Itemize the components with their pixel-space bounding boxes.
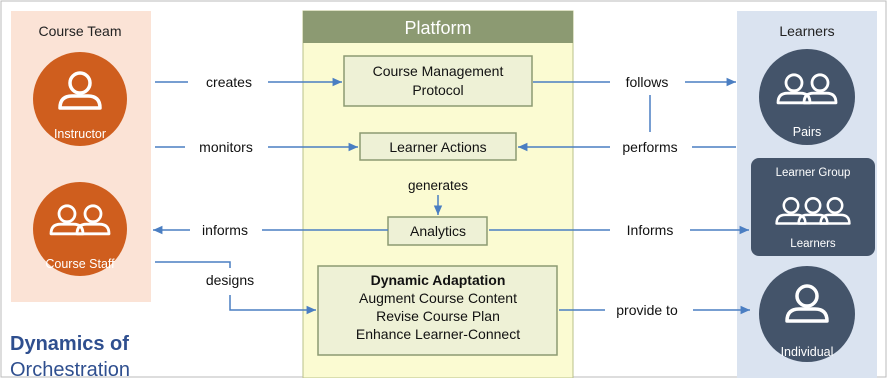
follows-label: follows bbox=[626, 74, 669, 90]
informs-left-label: informs bbox=[202, 222, 248, 238]
learner-actions-box[interactable]: Learner Actions bbox=[359, 132, 517, 161]
adaptation-item: Revise Course Plan bbox=[376, 308, 500, 324]
pairs-node[interactable]: Pairs bbox=[759, 49, 855, 145]
learner-actions-label: Learner Actions bbox=[389, 139, 486, 155]
informs-right-label: Informs bbox=[627, 222, 674, 238]
pairs-label: Pairs bbox=[793, 125, 821, 139]
course-team-heading: Course Team bbox=[38, 23, 121, 39]
course-management-line1: Course Management bbox=[373, 63, 504, 79]
designs-arrow bbox=[229, 295, 316, 315]
adaptation-item: Augment Course Content bbox=[359, 290, 517, 306]
individual-label: Individual bbox=[781, 345, 834, 359]
learners-heading: Learners bbox=[779, 23, 834, 39]
designs-line-top bbox=[155, 261, 231, 268]
monitors-label: monitors bbox=[199, 139, 253, 155]
course-staff-label: Course Staff bbox=[45, 257, 115, 271]
adaptation-item: Enhance Learner-Connect bbox=[356, 326, 520, 342]
instructor-node[interactable]: Instructor bbox=[33, 52, 127, 146]
provide-to-label: provide to bbox=[616, 302, 678, 318]
performs-label: performs bbox=[622, 139, 677, 155]
instructor-label: Instructor bbox=[54, 127, 106, 141]
individual-node[interactable]: Individual bbox=[759, 266, 855, 362]
footer-title-line2: Orchestration bbox=[10, 359, 130, 378]
dynamic-adaptation-title: Dynamic Adaptation bbox=[371, 272, 506, 288]
footer-title-line1: Dynamics of bbox=[10, 333, 129, 355]
platform-header-bar bbox=[303, 11, 573, 43]
learner-group-title: Learner Group bbox=[776, 167, 851, 179]
analytics-label: Analytics bbox=[410, 223, 466, 239]
learner-group-node[interactable]: Learner Group Learners bbox=[751, 158, 875, 256]
generates-label: generates bbox=[408, 178, 468, 193]
analytics-box[interactable]: Analytics bbox=[387, 216, 488, 246]
creates-label: creates bbox=[206, 74, 252, 90]
learner-group-label: Learners bbox=[790, 238, 836, 250]
designs-label: designs bbox=[206, 272, 254, 288]
course-staff-node[interactable]: Course Staff bbox=[33, 182, 127, 276]
dynamic-adaptation-box[interactable]: Dynamic Adaptation Augment Course Conten… bbox=[317, 265, 558, 356]
platform-header: Platform bbox=[404, 18, 471, 38]
course-management-box[interactable]: Course Management Protocol bbox=[343, 55, 533, 107]
course-management-line2: Protocol bbox=[412, 82, 463, 98]
